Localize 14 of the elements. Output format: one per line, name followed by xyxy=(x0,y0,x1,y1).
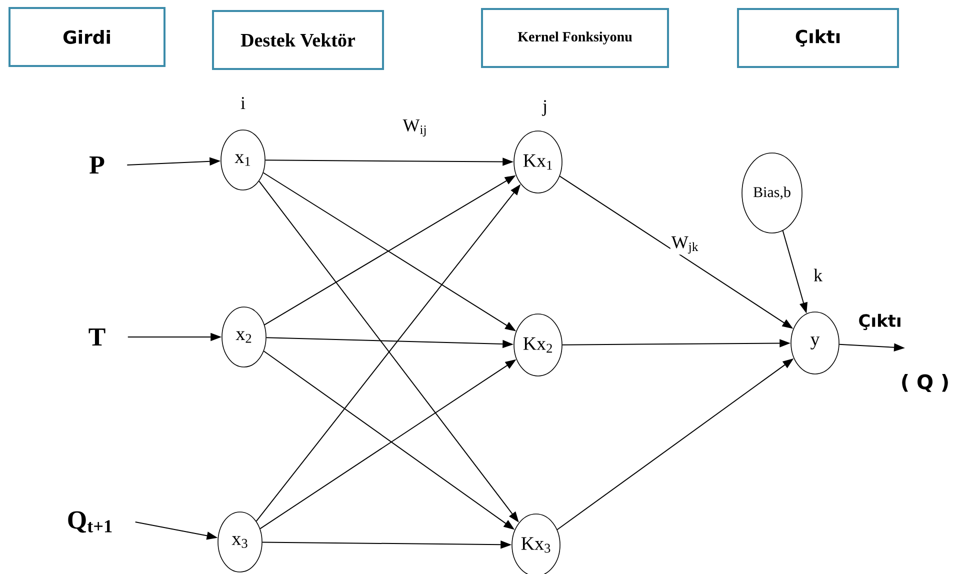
edge-label: Çıktı xyxy=(859,314,900,330)
text-label: W$_{ij}$ xyxy=(402,119,426,137)
text-label: ( Q ) xyxy=(902,374,948,392)
header-box: Destek Vektör xyxy=(212,10,384,70)
input-label: Q$_{t+1}$ xyxy=(68,511,112,533)
input-label: T xyxy=(88,328,106,346)
header-box: Kernel Fonksiyonu xyxy=(481,8,669,68)
input-label: P xyxy=(90,156,104,174)
text-label: i xyxy=(240,97,246,109)
header-box: Girdi xyxy=(8,7,166,67)
text-label: k xyxy=(814,268,823,282)
text-label: j xyxy=(542,100,546,116)
header-box: Çıktı xyxy=(737,8,899,68)
edge-label: W$_{jk}$ xyxy=(671,236,698,254)
